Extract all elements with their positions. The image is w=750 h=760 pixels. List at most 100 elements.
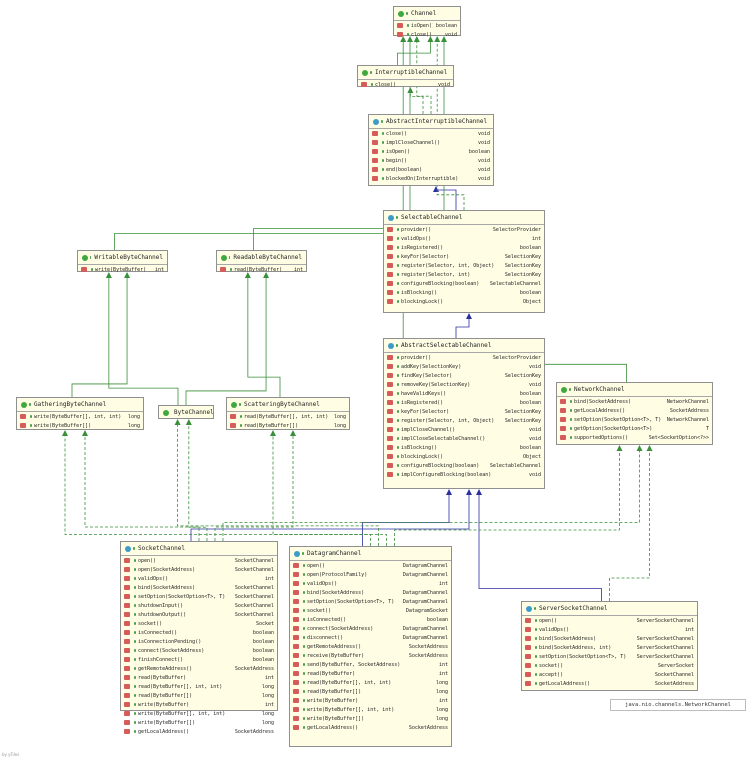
member-row[interactable]: end(boolean)void: [369, 165, 493, 174]
member-row[interactable]: open()SocketChannel: [121, 556, 277, 565]
member-row[interactable]: disconnect()DatagramChannel: [290, 633, 451, 642]
member-row[interactable]: close()void: [358, 80, 453, 89]
member-row[interactable]: shutdownOutput()SocketChannel: [121, 610, 277, 619]
member-row[interactable]: read(ByteBuffer[], int, int)long: [290, 678, 451, 687]
member-row[interactable]: register(Selector, int, Object)Selection…: [384, 261, 544, 270]
member-row[interactable]: read(ByteBuffer)int: [290, 669, 451, 678]
member-row[interactable]: setOption(SocketOption<T>, T)SocketChann…: [121, 592, 277, 601]
member-row[interactable]: isConnectionPending()boolean: [121, 637, 277, 646]
member-row[interactable]: implCloseSelectableChannel()void: [384, 434, 544, 443]
member-row[interactable]: read(ByteBuffer[])long: [290, 687, 451, 696]
member-row[interactable]: setOption(SocketOption<T>, T)DatagramCha…: [290, 597, 451, 606]
member-row[interactable]: isBlocking()boolean: [384, 288, 544, 297]
member-row[interactable]: read(ByteBuffer[])long: [121, 691, 277, 700]
member-row[interactable]: connect(SocketAddress)boolean: [121, 646, 277, 655]
member-row[interactable]: provider()SelectorProvider: [384, 225, 544, 234]
member-row[interactable]: write(ByteBuffer[], int, int)long: [290, 705, 451, 714]
member-row[interactable]: write(ByteBuffer)int: [78, 265, 167, 274]
member-row[interactable]: bind(SocketAddress)NetworkChannel: [557, 397, 712, 406]
member-row[interactable]: getRemoteAddress()SocketAddress: [290, 642, 451, 651]
member-row[interactable]: blockingLock()Object: [384, 297, 544, 306]
member-row[interactable]: validOps()int: [384, 234, 544, 243]
member-row[interactable]: write(ByteBuffer[])long: [121, 718, 277, 727]
member-row[interactable]: isBlocking()boolean: [384, 443, 544, 452]
member-row[interactable]: isConnected()boolean: [290, 615, 451, 624]
member-row[interactable]: close()void: [369, 129, 493, 138]
member-row[interactable]: begin()void: [369, 156, 493, 165]
member-row[interactable]: finishConnect()boolean: [121, 655, 277, 664]
member-row[interactable]: addKey(SelectionKey)void: [384, 362, 544, 371]
member-row[interactable]: send(ByteBuffer, SocketAddress)int: [290, 660, 451, 669]
member-row[interactable]: bind(SocketAddress)DatagramChannel: [290, 588, 451, 597]
member-row[interactable]: validOps()int: [290, 579, 451, 588]
member-row[interactable]: implConfigureBlocking(boolean)void: [384, 470, 544, 479]
member-row[interactable]: read(ByteBuffer)int: [121, 673, 277, 682]
member-row[interactable]: implCloseChannel()void: [369, 138, 493, 147]
member-row[interactable]: provider()SelectorProvider: [384, 353, 544, 362]
member-row[interactable]: shutdownInput()SocketChannel: [121, 601, 277, 610]
member-row[interactable]: supportedOptions()Set<SocketOption<?>>: [557, 433, 712, 442]
member-row[interactable]: getLocalAddress()SocketAddress: [121, 727, 277, 736]
member-row[interactable]: getOption(SocketOption<T>)T: [557, 424, 712, 433]
member-row[interactable]: findKey(Selector)SelectionKey: [384, 371, 544, 380]
member-row[interactable]: getRemoteAddress()SocketAddress: [121, 664, 277, 673]
member-row[interactable]: blockingLock()Object: [384, 452, 544, 461]
member-row[interactable]: connect(SocketAddress)DatagramChannel: [290, 624, 451, 633]
member-row[interactable]: write(ByteBuffer[])long: [290, 714, 451, 723]
member-row[interactable]: setOption(SocketOption<T>, T)ServerSocke…: [522, 652, 697, 661]
member-row[interactable]: getLocalAddress()SocketAddress: [557, 406, 712, 415]
member-row[interactable]: register(Selector, int)SelectionKey: [384, 270, 544, 279]
member-row[interactable]: isOpen()boolean: [394, 21, 460, 30]
member-row[interactable]: read(ByteBuffer[])long: [227, 421, 349, 430]
member-row[interactable]: open()DatagramChannel: [290, 561, 451, 570]
member-row[interactable]: isConnected()boolean: [121, 628, 277, 637]
member-row[interactable]: configureBlocking(boolean)SelectableChan…: [384, 461, 544, 470]
member-row[interactable]: haveValidKeys()boolean: [384, 389, 544, 398]
member-row[interactable]: validOps()int: [522, 625, 697, 634]
member-row[interactable]: open(ProtocolFamily)DatagramChannel: [290, 570, 451, 579]
class-node-bytechannel[interactable]: ByteChannel: [158, 405, 214, 419]
member-row[interactable]: validOps()int: [121, 574, 277, 583]
member-row[interactable]: getLocalAddress()SocketAddress: [290, 723, 451, 732]
member-row[interactable]: write(ByteBuffer[])long: [17, 421, 143, 430]
member-row[interactable]: read(ByteBuffer[], int, int)long: [227, 412, 349, 421]
member-row[interactable]: getLocalAddress()SocketAddress: [522, 679, 697, 688]
member-row[interactable]: setOption(SocketOption<T>, T)NetworkChan…: [557, 415, 712, 424]
member-row[interactable]: bind(SocketAddress)SocketChannel: [121, 583, 277, 592]
member-row[interactable]: removeKey(SelectionKey)void: [384, 380, 544, 389]
member-row[interactable]: open(SocketAddress)SocketChannel: [121, 565, 277, 574]
member-row[interactable]: keyFor(Selector)SelectionKey: [384, 252, 544, 261]
member-row[interactable]: configureBlocking(boolean)SelectableChan…: [384, 279, 544, 288]
member-row[interactable]: write(ByteBuffer)int: [290, 696, 451, 705]
member-row[interactable]: bind(SocketAddress)ServerSocketChannel: [522, 634, 697, 643]
member-row[interactable]: socket()ServerSocket: [522, 661, 697, 670]
member-row[interactable]: implCloseChannel()void: [384, 425, 544, 434]
member-row[interactable]: socket()DatagramSocket: [290, 606, 451, 615]
member-row[interactable]: keyFor(Selector)SelectionKey: [384, 407, 544, 416]
member-row[interactable]: register(Selector, int, Object)Selection…: [384, 416, 544, 425]
member-row[interactable]: receive(ByteBuffer)SocketAddress: [290, 651, 451, 660]
member-row[interactable]: write(ByteBuffer)int: [121, 700, 277, 709]
member-row[interactable]: read(ByteBuffer)int: [217, 265, 306, 274]
member-row[interactable]: isRegistered()boolean: [384, 243, 544, 252]
member-row[interactable]: read(ByteBuffer[], int, int)long: [121, 682, 277, 691]
member-row[interactable]: close()void: [394, 30, 460, 39]
member-row[interactable]: open()ServerSocketChannel: [522, 616, 697, 625]
member-row[interactable]: bind(SocketAddress, int)ServerSocketChan…: [522, 643, 697, 652]
member-row[interactable]: isRegistered()boolean: [384, 398, 544, 407]
member-row[interactable]: blockedOn(Interruptible)void: [369, 174, 493, 183]
member-row[interactable]: write(ByteBuffer[], int, int)long: [17, 412, 143, 421]
